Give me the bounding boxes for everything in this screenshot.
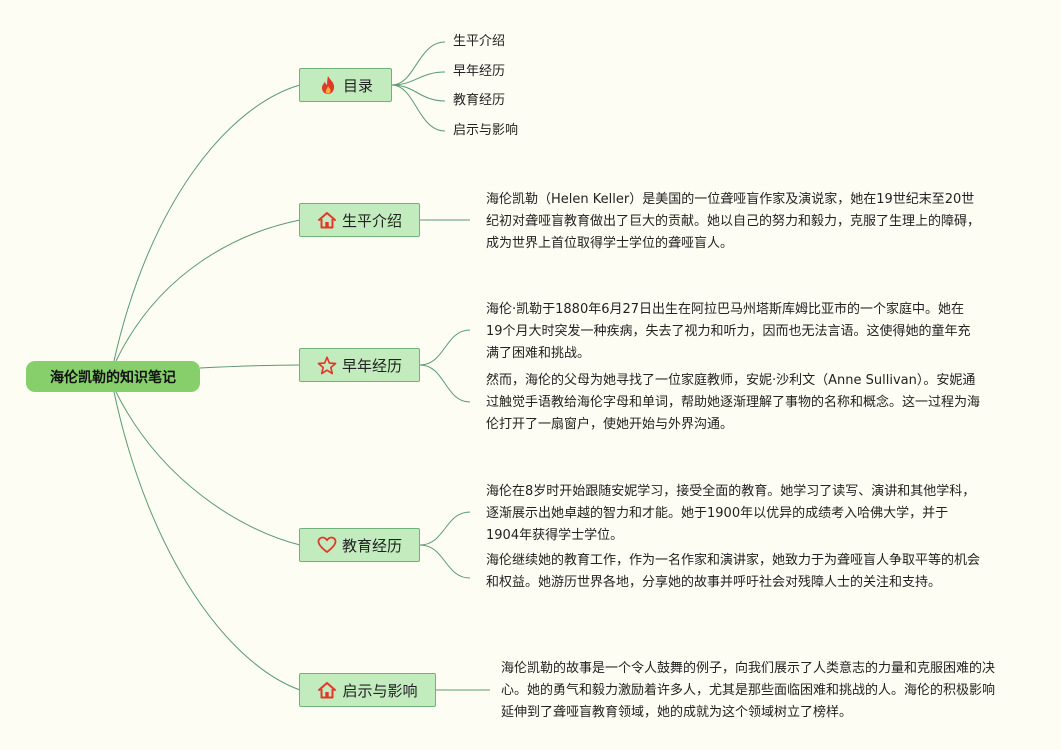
branch-education[interactable]: 教育经历 — [299, 528, 420, 562]
toc-item-impact[interactable]: 启示与影响 — [453, 123, 519, 138]
branch-toc-label: 目录 — [342, 76, 373, 95]
connector-toc-item-1 — [391, 41, 446, 86]
root-title: 海伦凯勒的知识笔记 — [50, 369, 176, 386]
branch-toc[interactable]: 目录 — [299, 68, 392, 102]
connector-root-education — [115, 391, 301, 546]
branch-education-label: 教育经历 — [341, 536, 402, 555]
fire-icon — [318, 75, 338, 95]
connector-root-toc — [113, 84, 301, 362]
connector-root-biography — [115, 219, 301, 362]
connector-toc-item-3 — [391, 84, 446, 102]
early-paragraph-1: 海伦·凯勒于1880年6月27日出生在阿拉巴马州塔斯库姆比亚市的一个家庭中。她在… — [486, 302, 971, 361]
root-topic[interactable]: 海伦凯勒的知识笔记 — [26, 361, 200, 392]
toc-item-education[interactable]: 教育经历 — [453, 93, 506, 108]
education-paragraph-2: 海伦继续她的教育工作，作为一名作家和演讲家，她致力于为聋哑盲人争取平等的机会和权… — [486, 553, 981, 590]
connector-early-para-1 — [419, 329, 471, 366]
branch-impact[interactable]: 启示与影响 — [299, 673, 436, 707]
star-icon — [317, 355, 337, 375]
toc-item-biography[interactable]: 生平介绍 — [453, 34, 506, 49]
branch-biography-label: 生平介绍 — [341, 211, 402, 230]
connector-root-impact — [113, 391, 301, 691]
house-icon — [317, 210, 337, 230]
education-paragraph-1: 海伦在8岁时开始跟随安妮学习，接受全面的教育。她学习了读写、演讲和其他学科，逐渐… — [486, 484, 976, 543]
connector-root-early — [199, 364, 301, 369]
toc-item-early[interactable]: 早年经历 — [453, 64, 506, 79]
connector-education-para-1 — [419, 511, 471, 546]
branch-biography[interactable]: 生平介绍 — [299, 203, 420, 237]
house-icon — [317, 680, 337, 700]
connector-early-para-2 — [419, 364, 471, 403]
branch-early-label: 早年经历 — [341, 356, 402, 375]
branch-impact-label: 启示与影响 — [342, 681, 418, 700]
connector-education-para-2 — [419, 544, 471, 579]
impact-paragraph: 海伦凯勒的故事是一个令人鼓舞的例子，向我们展示了人类意志的力量和克服困难的决心。… — [501, 661, 996, 720]
early-paragraph-2: 然而，海伦的父母为她寻找了一位家庭教师，安妮·沙利文（Anne Sullivan… — [486, 373, 981, 432]
biography-paragraph: 海伦凯勒（Helen Keller）是美国的一位聋哑盲作家及演说家，她在19世纪… — [486, 192, 981, 251]
connector-toc-item-4 — [391, 84, 446, 132]
branch-early[interactable]: 早年经历 — [299, 348, 420, 382]
connector-toc-item-2 — [391, 71, 446, 86]
heart-icon — [317, 535, 337, 555]
